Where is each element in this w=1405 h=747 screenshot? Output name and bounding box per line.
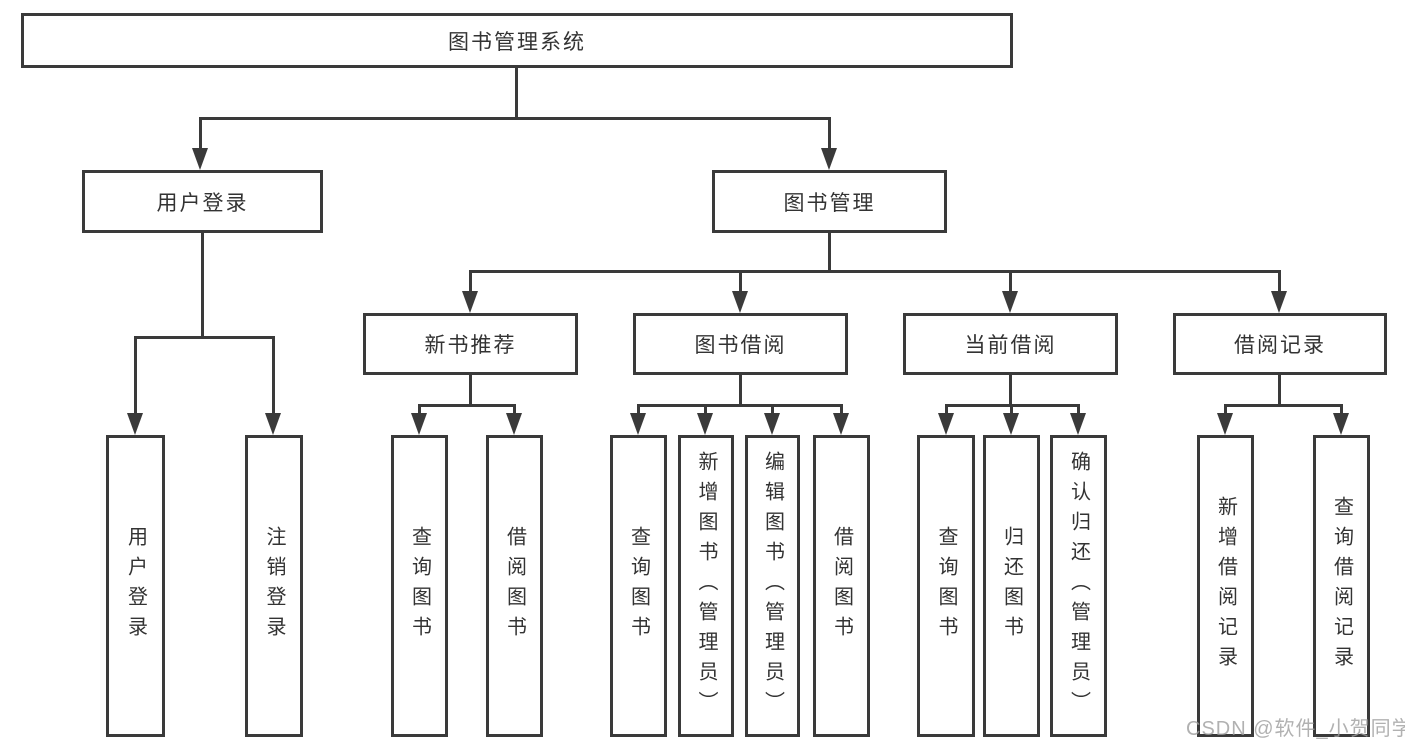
connector-drop [418,404,421,417]
leaf-label: 查询图书 [627,526,650,646]
connector-drop [469,270,472,294]
arrowhead [732,291,748,313]
arrowhead [462,291,478,313]
leaf-label: 新增借阅记录 [1214,496,1237,676]
connector-drop [272,336,275,417]
leaf-label: 借阅图书 [503,526,526,646]
node-new-book-recommend: 新书推荐 [363,313,578,375]
leaf-label: 查询图书 [935,526,957,646]
connector-manage-stub [828,231,831,272]
connector-drop [1009,270,1012,294]
connector-drop-manage [828,117,831,150]
connector-root-stub [515,66,518,120]
connector-drop [704,404,707,417]
connector-stub [469,373,472,407]
arrowhead [764,413,780,435]
leaf-label: 归还图书 [1000,526,1023,646]
arrowhead [265,413,281,435]
leaf-label: 查询借阅记录 [1330,496,1353,676]
leaf-borrow-book-2: 借阅图书 [813,435,870,737]
arrowhead [1217,413,1233,435]
leaf-borrow-book-1: 借阅图书 [486,435,543,737]
leaf-label: 用户登录 [124,526,147,646]
node-borrow-records: 借阅记录 [1173,313,1387,375]
leaf-add-book-admin: 新增图书（管理员） [678,435,734,737]
leaf-label: 注销登录 [263,526,285,646]
arrowhead [938,413,954,435]
arrowhead [127,413,143,435]
leaf-return-book: 归还图书 [983,435,1040,737]
arrowhead [821,148,837,170]
node-book-manage: 图书管理 [712,170,947,233]
node-root: 图书管理系统 [21,13,1013,68]
arrowhead [506,413,522,435]
arrowhead [1271,291,1287,313]
connector-login-rail [134,336,275,339]
connector-l2-rail [199,117,831,120]
node-current-borrow: 当前借阅 [903,313,1118,375]
connector-drop [1278,270,1281,294]
arrowhead [630,413,646,435]
leaf-query-book-1: 查询图书 [391,435,448,737]
arrowhead [1003,413,1019,435]
connector-drop [945,404,948,417]
arrowhead [192,148,208,170]
arrowhead [697,413,713,435]
csdn-watermark: CSDN @软件_小贺同学 [1186,718,1405,740]
leaf-user-login: 用户登录 [106,435,165,737]
node-book-borrow: 图书借阅 [633,313,848,375]
leaf-label: 借阅图书 [830,526,853,646]
arrowhead [1070,413,1086,435]
connector-drop [771,404,774,417]
leaf-add-borrow-record: 新增借阅记录 [1197,435,1254,737]
arrowhead [1333,413,1349,435]
connector-drop-login [199,117,202,150]
connector-login-stub [201,231,204,338]
connector-l3-rail [469,270,1281,273]
leaf-edit-book-admin: 编辑图书（管理员） [745,435,800,737]
leaf-query-book-2: 查询图书 [610,435,667,737]
leaf-query-borrow-record: 查询借阅记录 [1313,435,1370,737]
leaf-label: 编辑图书（管理员） [761,451,784,721]
connector-stub [1278,373,1281,407]
connector-drop [637,404,640,417]
arrowhead [833,413,849,435]
connector-drop [840,404,843,417]
node-user-login: 用户登录 [82,170,323,233]
connector-stub [739,373,742,407]
leaf-label: 查询图书 [408,526,431,646]
connector-drop [1077,404,1080,417]
connector-stub [1009,373,1012,407]
connector-drop [134,336,137,417]
connector-drop [739,270,742,294]
connector-drop [513,404,516,417]
connector-rail [637,404,843,407]
connector-rail [418,404,516,407]
arrowhead [411,413,427,435]
leaf-query-book-3: 查询图书 [917,435,975,737]
leaf-confirm-return-admin: 确认归还（管理员） [1050,435,1107,737]
connector-drop [1010,404,1013,417]
arrowhead [1002,291,1018,313]
leaf-logout: 注销登录 [245,435,303,737]
leaf-label: 确认归还（管理员） [1067,451,1090,721]
connector-drop [1340,404,1343,417]
leaf-label: 新增图书（管理员） [695,451,717,721]
connector-drop [1224,404,1227,417]
connector-rail [1224,404,1343,407]
